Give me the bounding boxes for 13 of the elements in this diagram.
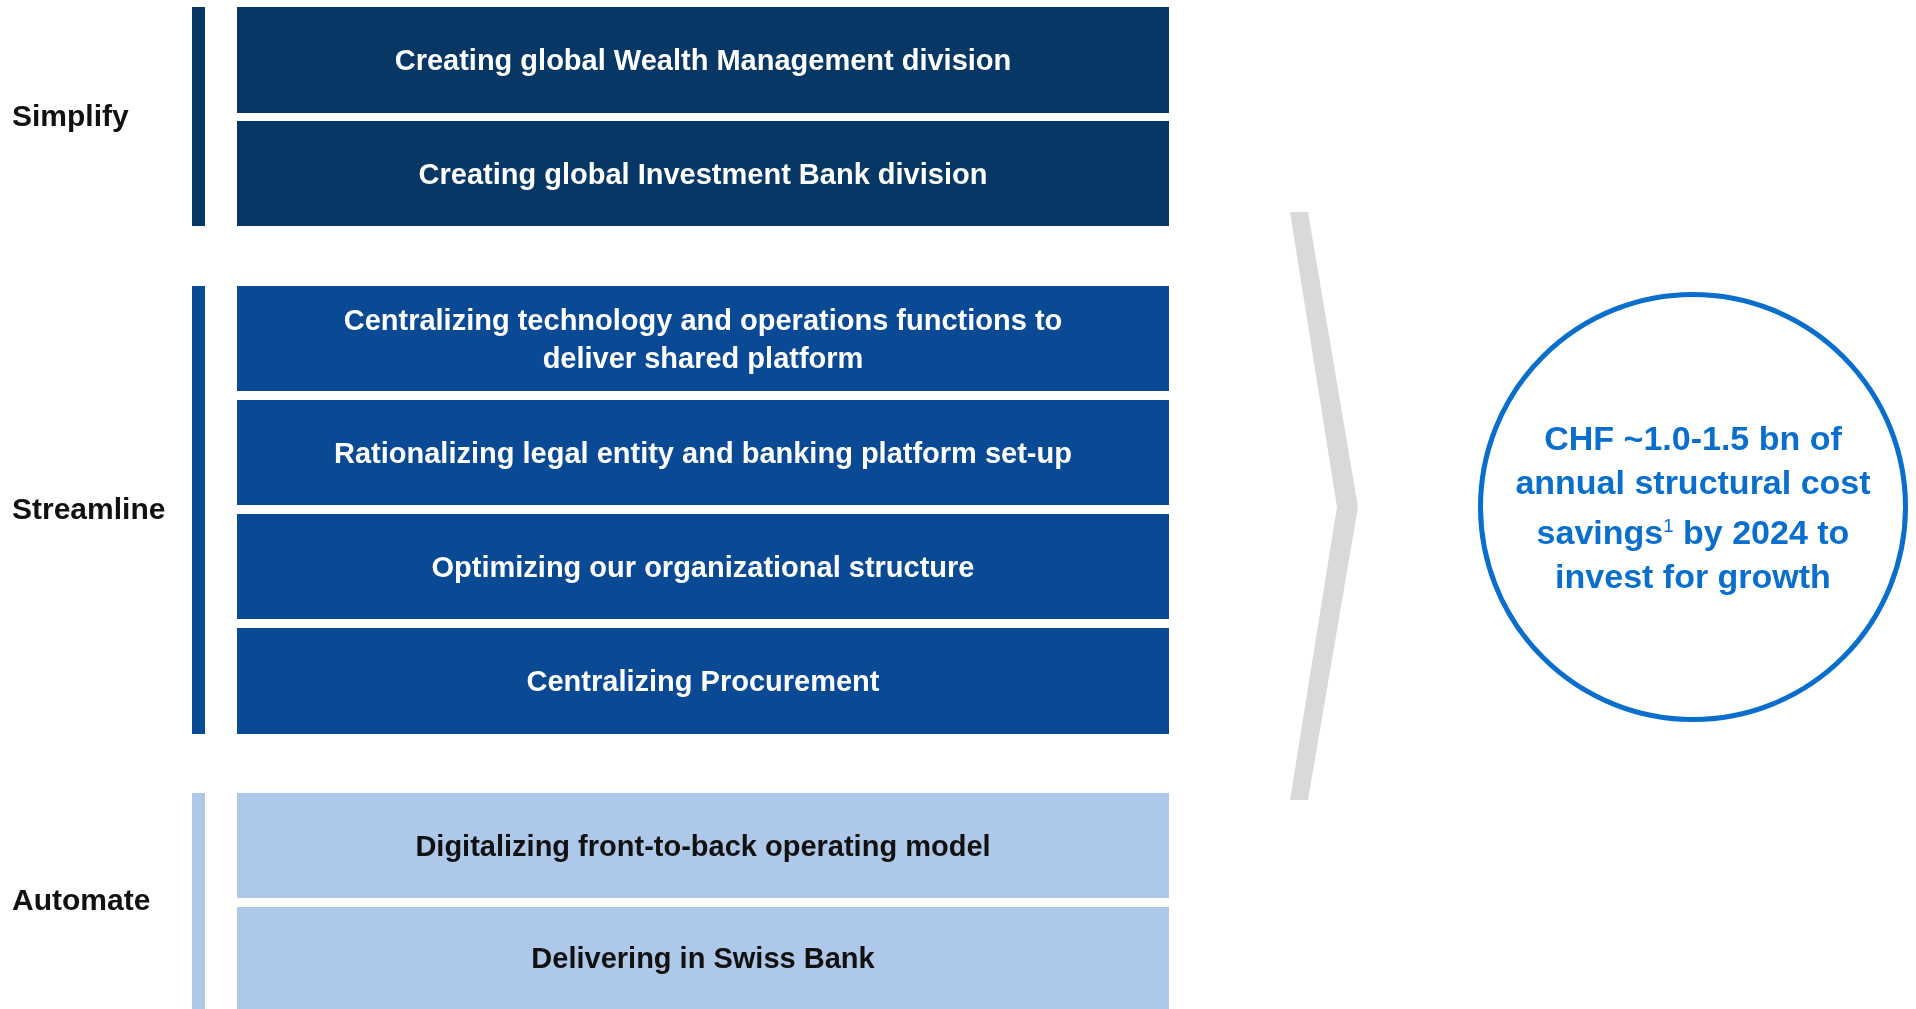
initiative-box: Digitalizing front-to-back operating model	[237, 793, 1169, 898]
initiative-box: Centralizing Procurement	[237, 628, 1169, 734]
group-label: Simplify	[12, 98, 129, 133]
savings-circle: CHF ~1.0-1.5 bn of annual structural cost savings$^{1}$ by 2024 to invest for growth	[1478, 292, 1908, 722]
group-label: Automate	[12, 883, 151, 917]
initiative-box: Optimizing our organizational structure	[237, 514, 1169, 619]
initiative-box: Centralizing technology and operations functions to deliver shared platform	[237, 286, 1169, 391]
initiative-box: Creating global Wealth Management division	[237, 7, 1169, 113]
initiative-box: Creating global Investment Bank division	[237, 121, 1169, 226]
chevron-divider	[1290, 212, 1358, 800]
initiative-box: Delivering in Swiss Bank	[237, 907, 1169, 1009]
initiative-box: Rationalizing legal entity and banking platform set-up	[237, 400, 1169, 505]
group-label: Streamline	[12, 492, 166, 526]
